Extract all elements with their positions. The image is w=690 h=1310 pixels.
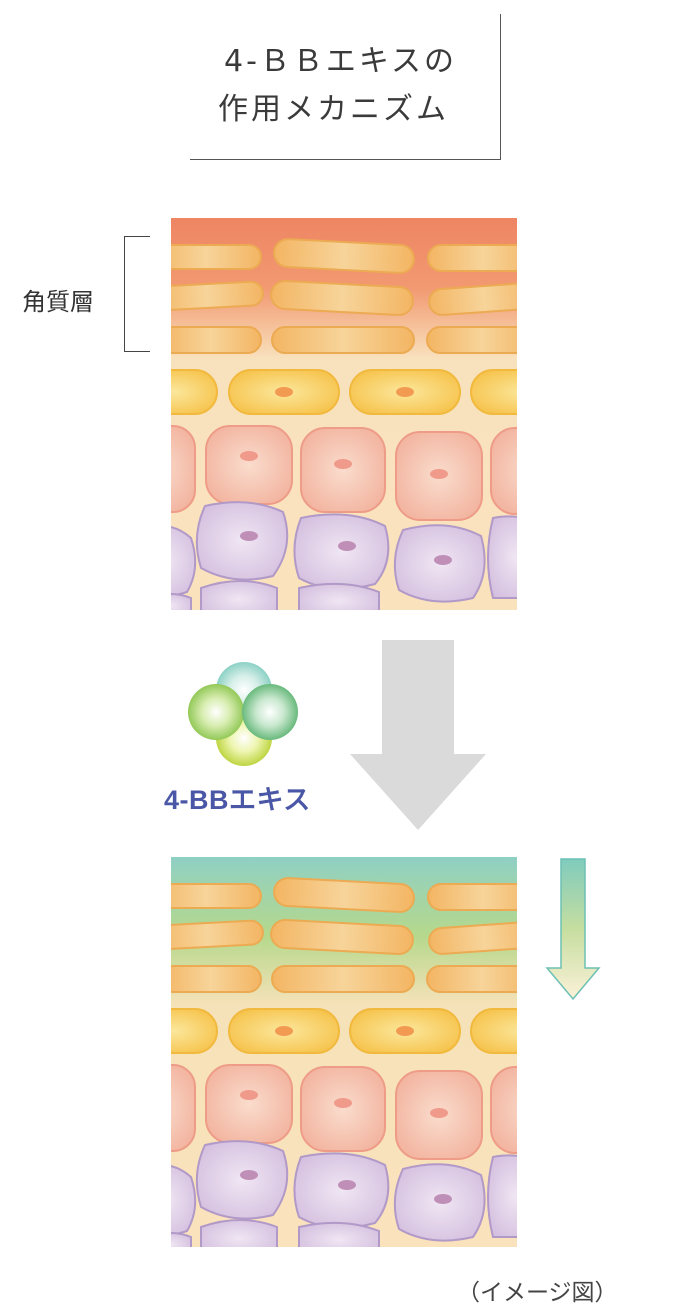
skin-diagram-before bbox=[171, 218, 517, 610]
gradient-down-arrow-icon bbox=[545, 858, 601, 1006]
stratum-corneum-bracket bbox=[124, 236, 150, 352]
four-sphere-cluster-icon bbox=[180, 660, 310, 774]
title-line-2: 作用メカニズム bbox=[218, 92, 449, 127]
stratum-corneum-label: 角質層 bbox=[22, 288, 94, 316]
down-arrow-icon bbox=[350, 640, 486, 836]
skin-diagram-after bbox=[171, 857, 517, 1247]
title-box: 4-ＢＢエキスの 作用メカニズム bbox=[190, 14, 501, 160]
title-line-1: 4-ＢＢエキスの bbox=[224, 44, 458, 79]
extract-label: 4-BBエキス bbox=[164, 785, 311, 815]
image-caption: （イメージ図） bbox=[457, 1280, 618, 1306]
